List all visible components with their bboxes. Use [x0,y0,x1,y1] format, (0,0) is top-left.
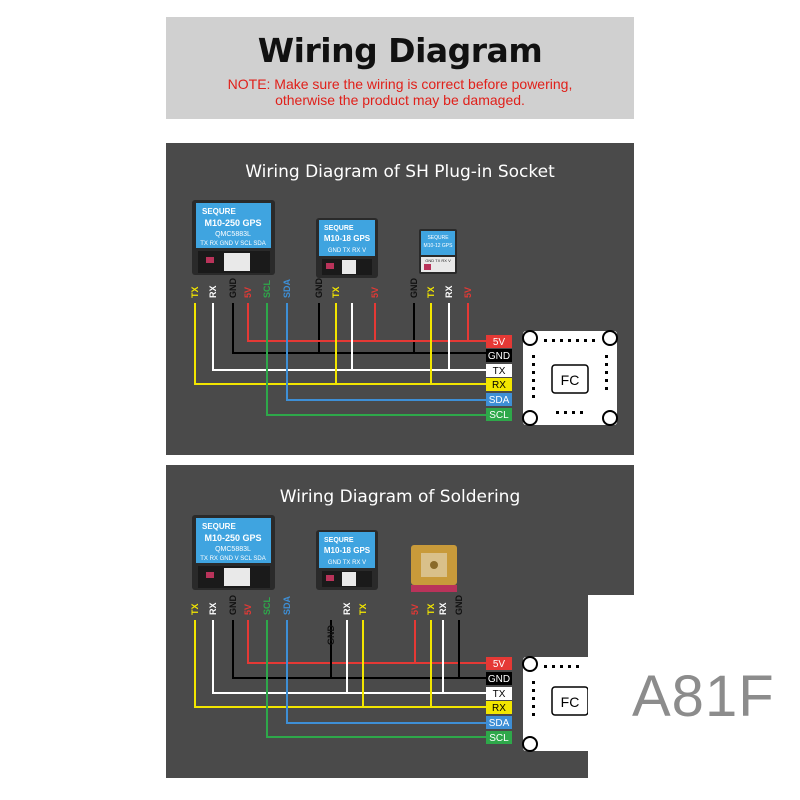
wire-label-5v-3: 5V [463,287,473,298]
fc-label: FC [561,694,580,710]
fc-label: FC [561,372,580,388]
m10-250-brand: SEQURE [202,522,236,531]
wire-label-tx-3: TX [426,603,436,615]
wire-label-scl: SCL [262,279,272,298]
fc-pin-5v: 5V [493,337,506,348]
sh-socket-diagram: SEQURE M10-250 GPS QMC5883L TX RX GND V … [190,200,618,426]
fc-pin-sda: SDA [489,395,510,406]
m10-250-chip: QMC5883L [215,231,251,238]
wire-label-gnd: GND [228,595,238,616]
fc-pin-rx: RX [492,703,506,714]
m10-250-name: M10-250 GPS [204,218,261,228]
m10-18-brand: SEQURE [324,225,354,232]
wire-labels: TX RX GND 5V SCL SDA GND RX TX 5V TX RX … [190,595,464,646]
header-banner: Wiring Diagram NOTE: Make sure the wirin… [166,17,634,119]
fc-pin-labels: 5V GND TX RX SDA SCL [486,657,512,744]
wire-label-rx-3: RX [438,602,448,615]
m10-12-gps-module: SEQURE M10-12 GPS GND TX RX V [419,229,457,274]
wire-label-5v-2: 5V [370,287,380,298]
wire-label-gnd: GND [228,278,238,299]
page-title: Wiring Diagram [257,31,543,70]
wire-label-gnd-3: GND [454,595,464,616]
m10-250-name: M10-250 GPS [204,533,261,543]
m10-250-gps-module: SEQURE M10-250 GPS QMC5883L TX RX GND V … [192,515,275,590]
m10-250-chip: QMC5883L [215,546,251,553]
wire-label-sda: SDA [282,595,292,615]
wire-label-rx: RX [208,602,218,615]
wire-label-5v: 5V [243,287,253,298]
sh-socket-title: Wiring Diagram of SH Plug-in Socket [245,162,555,182]
m10-250-gps-module: SEQURE M10-250 GPS QMC5883L TX RX GND V … [192,200,275,275]
wire-label-gnd-2: GND [326,625,336,646]
wire-label-scl: SCL [262,596,272,615]
m10-12-pins: GND TX RX V [425,258,451,263]
wire-label-tx: TX [190,603,200,615]
wire-label-tx-2: TX [331,286,341,298]
soldering-title: Wiring Diagram of Soldering [279,487,521,507]
fc-pin-scl: SCL [489,410,509,421]
fc-pin-sda: SDA [489,718,510,729]
wire-label-5v-3: 5V [410,604,420,615]
warning-note: NOTE: Make sure the wiring is correct be… [166,76,634,108]
m10-18-gps-module: SEQURE M10-18 GPS GND TX RX V [316,530,378,590]
sh-socket-panel: Wiring Diagram of SH Plug-in Socket SEQU… [166,143,634,455]
m10-18-gps-module: SEQURE M10-18 GPS GND TX RX V [316,218,378,278]
fc-pin-tx: TX [493,366,506,377]
m10-250-brand: SEQURE [202,207,236,216]
fc-pin-scl: SCL [489,733,509,744]
m10-18-pins: GND TX RX V [328,560,366,566]
wire-label-rx: RX [208,285,218,298]
fc-pin-gnd: GND [488,674,510,685]
warning-note-line-1: NOTE: Make sure the wiring is correct be… [227,76,573,92]
m10-12-brand: SEQURE [427,235,449,241]
wire-label-rx-3: RX [444,285,454,298]
wiring-lines [194,303,486,416]
flight-controller-board: FC [522,330,618,426]
ceramic-antenna-gps-module [411,545,457,592]
m10-18-brand: SEQURE [324,537,354,544]
m10-12-name: M10-12 GPS [424,243,454,249]
fc-pin-tx: TX [493,689,506,700]
wire-label-5v: 5V [243,604,253,615]
m10-18-name: M10-18 GPS [324,546,371,555]
soldering-diagram: SEQURE M10-250 GPS QMC5883L TX RX GND V … [190,515,617,752]
wire-label-gnd-3: GND [409,278,419,299]
m10-250-pins: TX RX GND V SCL SDA [200,241,265,247]
m10-18-pins: GND TX RX V [328,248,366,254]
fc-pin-rx: RX [492,380,506,391]
fc-pin-gnd: GND [488,351,510,362]
warning-note-line-2: otherwise the product may be damaged. [275,92,525,108]
wire-label-rx-2: RX [342,602,352,615]
watermark-text: A81F [632,664,775,729]
wire-label-sda: SDA [282,278,292,298]
wire-labels: TX RX GND 5V SCL SDA GND TX 5V GND TX RX… [190,278,473,299]
m10-250-pins: TX RX GND V SCL SDA [200,556,265,562]
watermark: A81F [588,595,800,800]
wire-label-tx-3: TX [426,286,436,298]
fc-pin-5v: 5V [493,659,506,670]
soldering-panel: Wiring Diagram of Soldering SEQURE M10-2… [166,465,634,778]
m10-18-name: M10-18 GPS [324,234,371,243]
wiring-lines [194,620,486,738]
fc-pin-labels: 5V GND TX RX SDA SCL [486,335,512,421]
wire-label-tx-2: TX [358,603,368,615]
wire-label-tx: TX [190,286,200,298]
wire-label-gnd-2: GND [314,278,324,299]
